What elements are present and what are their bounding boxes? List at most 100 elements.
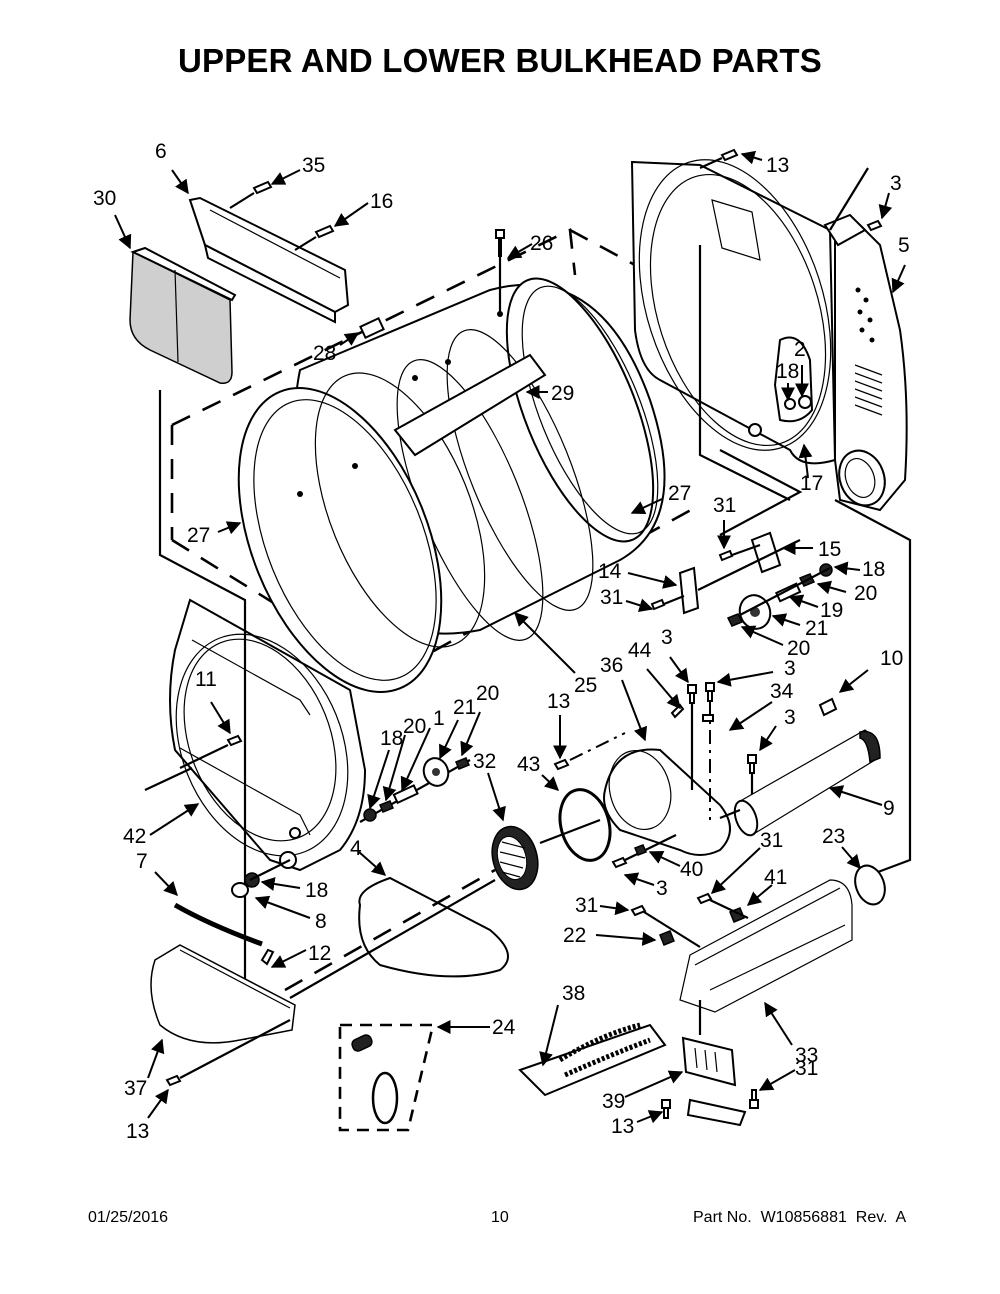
callout: 42	[123, 825, 146, 848]
callout: 36	[600, 654, 623, 677]
front-bulkhead	[169, 598, 367, 872]
clip-34	[702, 714, 714, 722]
exhaust-duct	[733, 729, 881, 837]
footer-page-number: 10	[491, 1209, 509, 1226]
callout: 21	[453, 696, 476, 719]
callout: 20	[787, 637, 810, 660]
callout: 22	[563, 924, 586, 947]
baffle-clip	[359, 317, 385, 339]
callout: 31	[713, 494, 736, 517]
lint-duct	[150, 879, 496, 1044]
lint-connector-line	[158, 390, 247, 1040]
callout: 11	[195, 668, 217, 691]
screw-13-bottom	[661, 1099, 671, 1119]
callout: 35	[302, 154, 325, 177]
callout: 25	[574, 674, 597, 697]
callout: 24	[492, 1016, 516, 1039]
callout: 40	[680, 858, 703, 881]
callout: 16	[370, 190, 393, 213]
callout: 32	[473, 750, 496, 773]
lint-screen-housing	[188, 196, 350, 324]
duct-seal-23	[854, 864, 886, 906]
callout: 15	[818, 538, 841, 561]
bracket-12	[260, 948, 275, 966]
callout: 27	[668, 482, 691, 505]
page-title: UPPER AND LOWER BULKHEAD PARTS	[177, 42, 822, 79]
idler-assembly	[650, 531, 833, 630]
callout: 9	[883, 797, 895, 820]
callout: 4	[350, 837, 362, 860]
drum-seal	[358, 876, 509, 978]
callout: 13	[126, 1120, 149, 1143]
callout: 44	[628, 639, 652, 662]
heater-housing	[679, 864, 886, 1013]
screw-31-bottom	[749, 1089, 759, 1109]
rear-panel-housing	[823, 213, 908, 512]
lint-screen	[129, 246, 237, 385]
callout: 37	[124, 1077, 147, 1100]
callout: 26	[530, 232, 553, 255]
thermal-fuse	[818, 697, 838, 717]
thermistor-44	[670, 703, 685, 719]
callout: 31	[795, 1057, 818, 1080]
callout: 21	[805, 617, 828, 640]
felt-seal	[173, 902, 263, 947]
screws-lint-housing	[229, 180, 335, 251]
wire-kit	[338, 1023, 435, 1132]
callout: 18	[380, 727, 403, 750]
callout: 3	[661, 626, 673, 649]
callout: 33	[795, 1044, 818, 1067]
heater-bracket	[681, 1000, 747, 1127]
rear-bulkhead-connector-lines	[698, 167, 912, 877]
callout: 38	[562, 982, 585, 1005]
callout: 20	[476, 682, 499, 705]
footer-date: 01/25/2016	[88, 1209, 169, 1226]
callout: 29	[551, 382, 574, 405]
callout: 7	[136, 850, 148, 873]
callout: 13	[766, 154, 789, 177]
callout: 1	[433, 707, 445, 730]
callout: 8	[315, 910, 327, 933]
thermostat-22	[659, 930, 675, 946]
leader-arrows	[114, 150, 906, 1124]
callout: 39	[602, 1090, 625, 1113]
callout: 12	[308, 942, 331, 965]
callout: 27	[187, 524, 210, 547]
callout: 19	[820, 599, 843, 622]
callout: 13	[547, 690, 570, 713]
idler-bracket-14	[678, 566, 700, 615]
callout: 41	[764, 866, 787, 889]
callout: 30	[93, 187, 116, 210]
callout: 17	[800, 472, 823, 495]
screw-13-lintduct	[165, 1074, 182, 1087]
callout: 3	[784, 706, 796, 729]
callout: 3	[656, 877, 668, 900]
screw-11	[226, 734, 243, 747]
callout: 13	[611, 1115, 634, 1138]
callout: 18	[776, 360, 799, 383]
drum-baffle	[393, 353, 547, 457]
callout: 18	[862, 558, 885, 581]
callout: 14	[598, 560, 622, 583]
callout: 43	[517, 753, 540, 776]
callout: 34	[770, 680, 794, 703]
callout: 31	[600, 586, 623, 609]
front-roller-assembly	[231, 757, 471, 898]
callout: 31	[760, 829, 783, 852]
blower-housing	[553, 732, 731, 856]
heating-element	[518, 1022, 667, 1097]
callout: 23	[822, 825, 845, 848]
callout: 6	[155, 140, 167, 163]
footer-part-number: Part No. W10856881 Rev. A	[693, 1209, 907, 1226]
callout: 31	[575, 894, 598, 917]
callout: 28	[313, 342, 336, 365]
dryer-drum	[237, 229, 666, 693]
callout: 20	[854, 582, 877, 605]
callout: 18	[305, 879, 328, 902]
callout: 2	[794, 338, 806, 361]
callout-labels: 6 35 30 16 26 28 29 27 27 13 3 5 2 18 17…	[93, 140, 910, 1143]
callout: 20	[403, 715, 426, 738]
callout: 3	[890, 172, 902, 195]
blower-wheel	[491, 825, 539, 891]
